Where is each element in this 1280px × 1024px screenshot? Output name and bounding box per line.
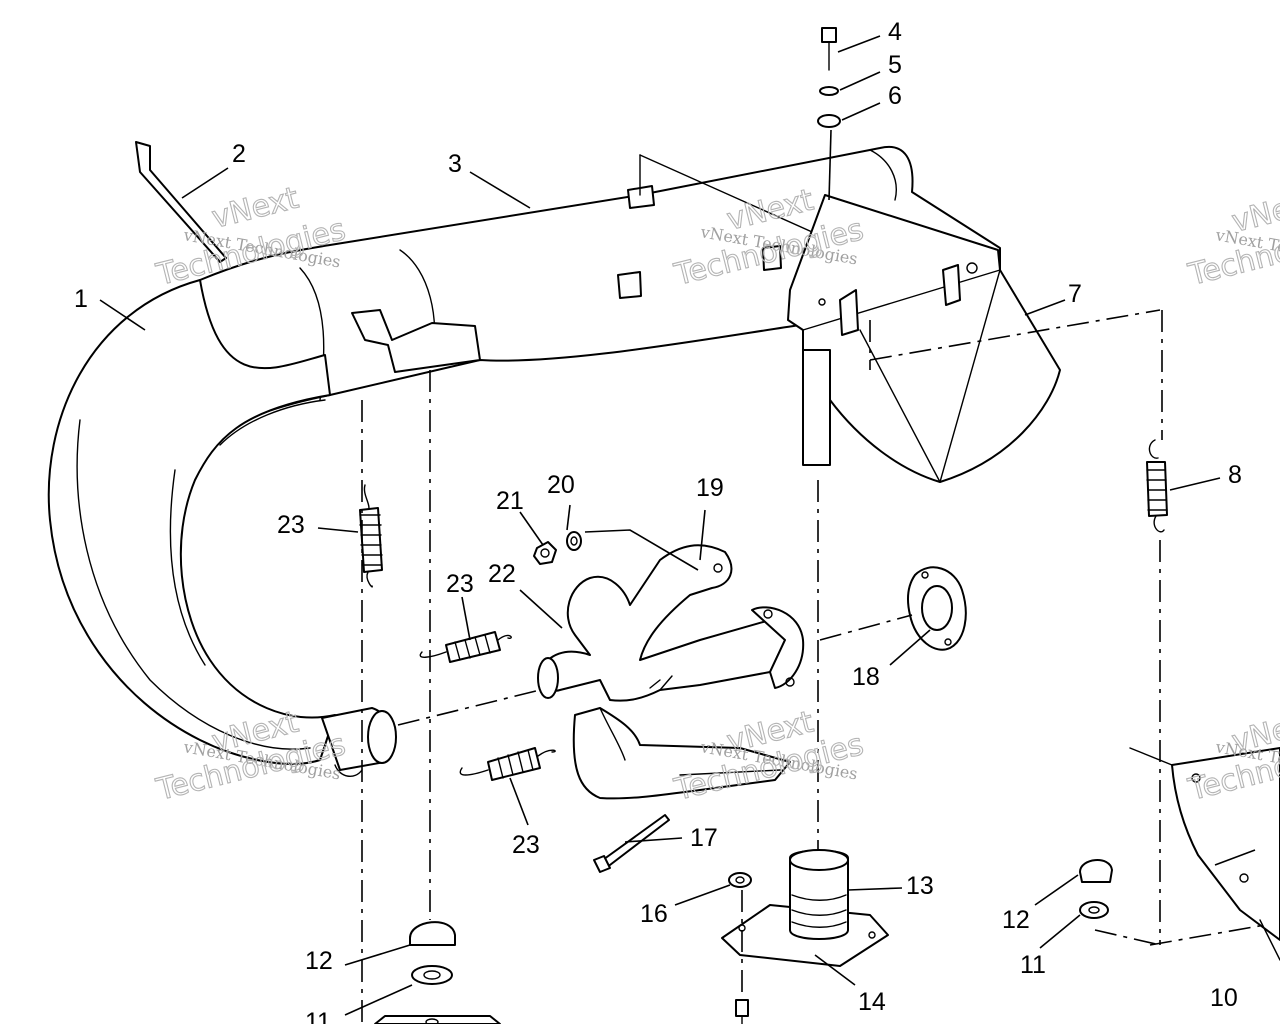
exhaust-gasket [906, 566, 967, 651]
spring-middle [419, 631, 512, 663]
nut-and-washer [533, 531, 582, 565]
grommet-left [374, 921, 501, 1024]
callout-19: 19 [696, 474, 724, 502]
callout-14: 14 [858, 988, 886, 1016]
callout-10: 10 [1210, 984, 1238, 1012]
spring-left [359, 484, 383, 588]
exhaust-pipe [47, 279, 397, 777]
rear-heat-shield [787, 194, 1061, 483]
mounting-bracket [1129, 747, 1280, 961]
watermark-top-right: vNext vNext Technologies Technologies [1184, 184, 1280, 294]
y-pipe-manifold [537, 544, 805, 702]
callout-13: 13 [906, 872, 934, 900]
callout-5: 5 [888, 51, 902, 79]
callout-8: 8 [1228, 461, 1242, 489]
callout-16: 16 [640, 900, 668, 928]
callout-1: 1 [74, 285, 88, 313]
long-bolt [593, 814, 670, 873]
callout-6: 6 [888, 82, 902, 110]
grommet-right [1079, 859, 1113, 919]
callout-numbers: 1 2 3 4 5 6 7 8 10 11 11 12 12 13 14 16 … [74, 18, 1242, 1024]
callout-3: 3 [448, 150, 462, 178]
callout-23-lower: 23 [512, 831, 540, 859]
strap-tie [135, 141, 227, 263]
callout-17: 17 [690, 824, 718, 852]
callout-18: 18 [852, 663, 880, 691]
callout-11-right: 11 [1020, 951, 1046, 979]
callout-21: 21 [496, 487, 524, 515]
rubber-mount [721, 849, 889, 1024]
callout-23-middle: 23 [446, 570, 474, 598]
spring-lower [459, 747, 556, 781]
callout-leaders [99, 35, 1256, 1016]
callout-7: 7 [1068, 280, 1082, 308]
callout-23-left: 23 [277, 511, 305, 539]
alignment-lines [361, 309, 1266, 1024]
top-fasteners [817, 27, 841, 201]
callout-12-right: 12 [1002, 906, 1030, 934]
callout-12-left: 12 [305, 947, 333, 975]
callout-22: 22 [488, 560, 516, 588]
callout-11-left: 11 [305, 1008, 331, 1024]
spring-right [1146, 439, 1168, 533]
washer-16 [728, 872, 752, 888]
callout-20: 20 [547, 471, 575, 499]
callout-2: 2 [232, 140, 246, 168]
lower-heat-shield [572, 707, 791, 800]
muffler-body [199, 145, 1001, 441]
callout-4: 4 [888, 18, 902, 46]
